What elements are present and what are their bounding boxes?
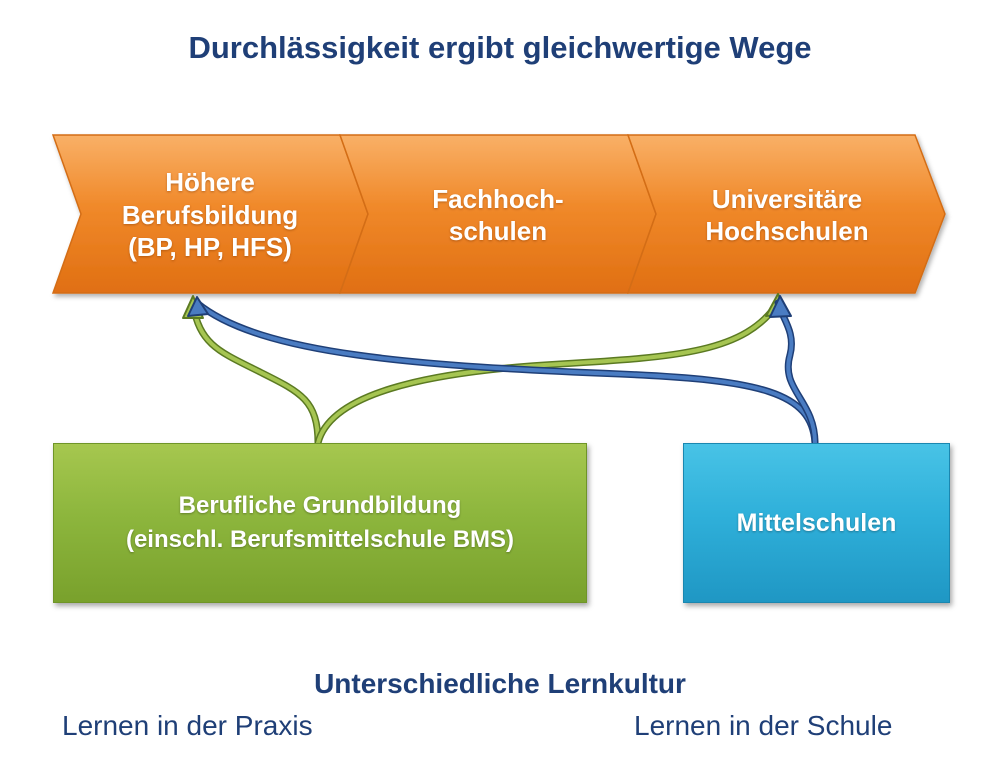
green-pathway-arrows [182,293,789,447]
vocational-training-box: Berufliche Grundbildung (einschl. Berufs… [53,443,587,603]
learning-practice-label: Lernen in der Praxis [62,710,313,741]
chevron-label-fachhochschulen: Fachhoch- schulen [432,183,564,247]
green-arrow-to-hoehere [189,301,322,447]
chevron-universitaere-hochschulen [626,134,946,294]
blue-arrow-to-universitaere [774,299,819,447]
blue-arrow-to-hoehere [193,299,819,447]
chevron-label-universitaere-hochschulen: Universitäre Hochschulen [705,183,869,247]
mittelschulen-box: Mittelschulen [683,443,950,603]
mittelschulen-label: Mittelschulen [736,508,897,537]
blue-arrowhead-left [187,296,209,317]
vocational-training-label: Berufliche Grundbildung (einschl. Berufs… [125,492,515,553]
blue-pathway-arrows [187,295,819,447]
chevron-label-hoehere-berufsbildung: Höhere Berufsbildung (BP, HP, HFS) [121,167,299,263]
learning-culture-title: Unterschiedliche Lernkultur [314,668,686,699]
blue-arrowhead-right [769,295,792,318]
learning-school-label: Lernen in der Schule [634,710,893,741]
diagram-title: Durchlässigkeit ergibt gleichwertige Weg… [188,30,812,65]
